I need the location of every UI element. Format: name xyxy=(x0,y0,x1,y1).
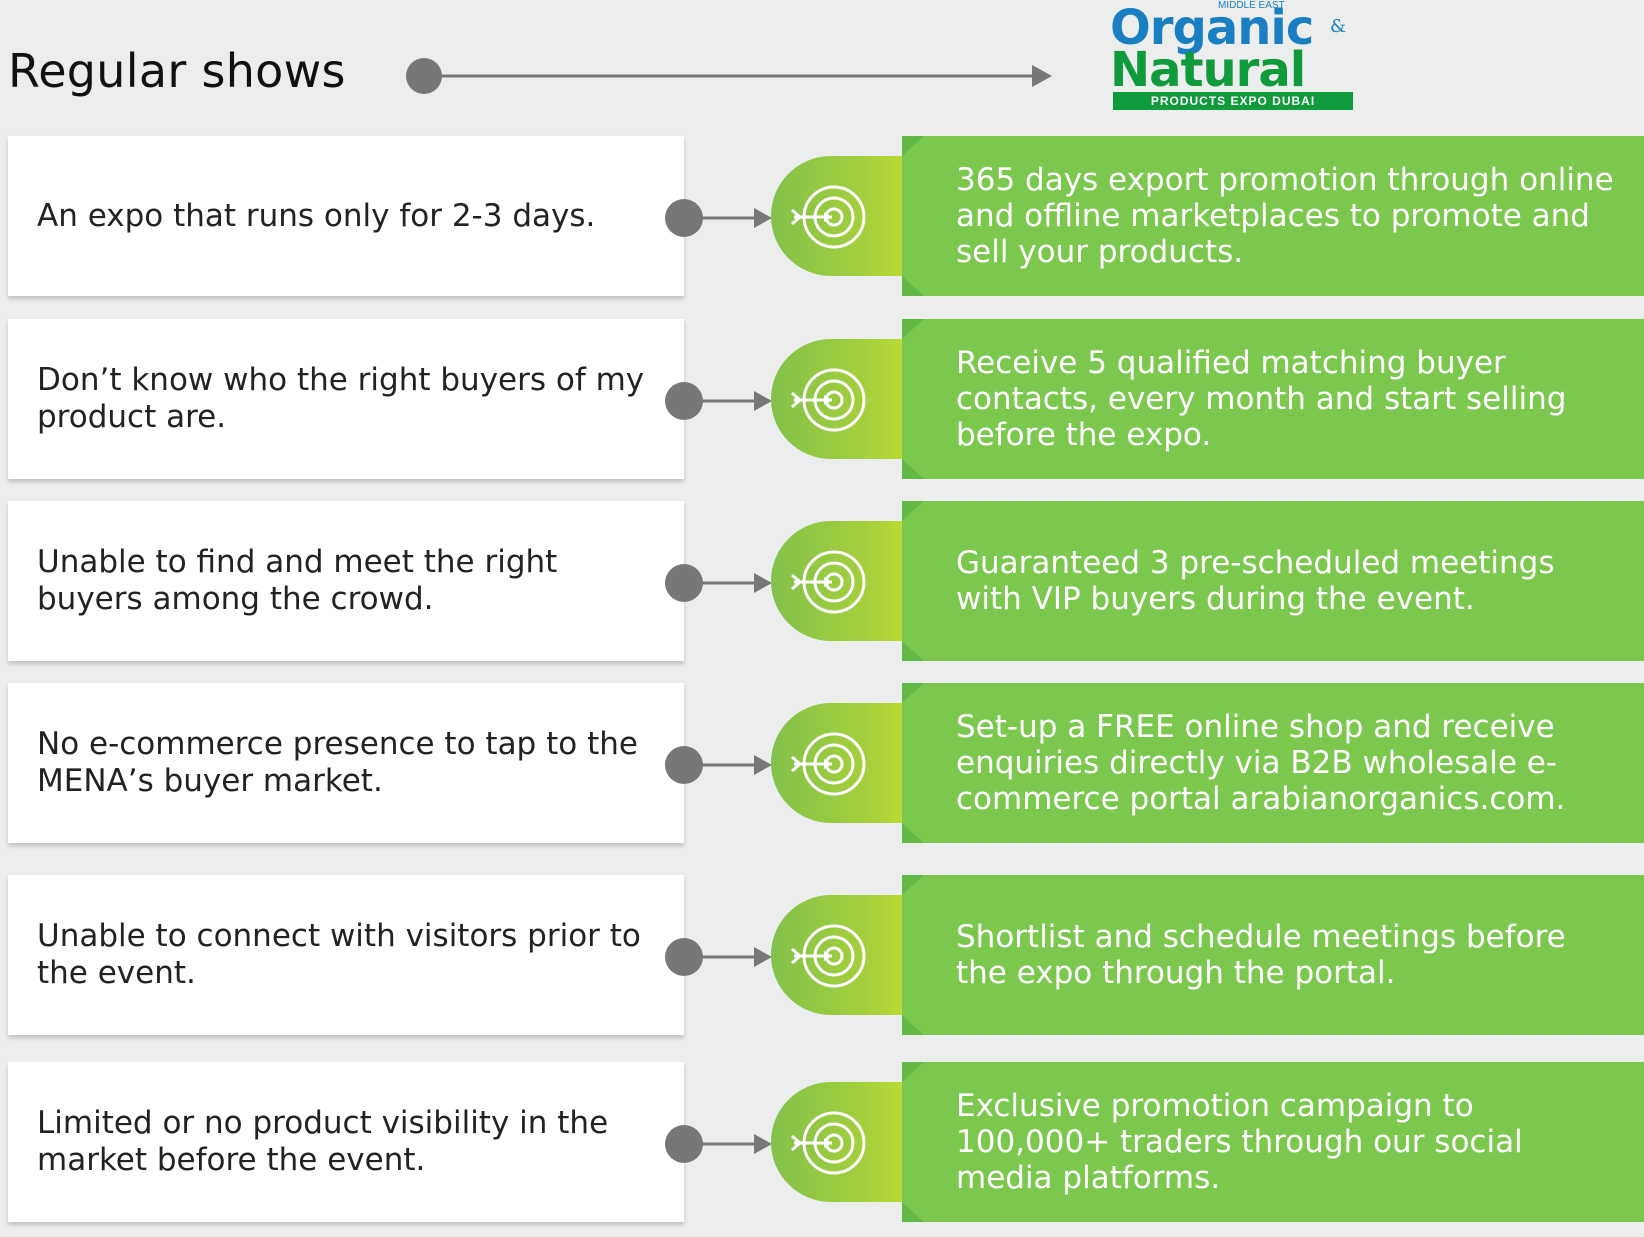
logo-organic-text: Organic xyxy=(1110,0,1314,56)
problem-card: No e-commerce presence to tap to the MEN… xyxy=(8,683,684,843)
solution-banner: Shortlist and schedule meetings before t… xyxy=(902,875,1644,1035)
row-arrow-connector xyxy=(665,382,772,420)
target-icon xyxy=(791,550,866,614)
solution-banner-shape xyxy=(902,1062,1644,1222)
target-pill xyxy=(771,156,911,276)
problem-card: Unable to connect with visitors prior to… xyxy=(8,875,684,1035)
target-pill xyxy=(771,895,911,1015)
comparison-row: An expo that runs only for 2-3 days. xyxy=(0,136,1644,296)
logo-middle-east-text: MIDDLE EAST xyxy=(1218,0,1285,11)
solution-banner-shape xyxy=(902,501,1644,661)
solution-text: Guaranteed 3 pre-scheduled meetings with… xyxy=(956,545,1555,617)
target-icon xyxy=(791,1111,866,1175)
problem-card: Limited or no product visibility in the … xyxy=(8,1062,684,1222)
solution-banner: Set-up a FREE online shop and receive en… xyxy=(902,683,1644,843)
solution-banner: 365 days export promotion through online… xyxy=(902,136,1644,296)
expo-logo: MIDDLE EAST Organic & Natural PRODUCTS E… xyxy=(1110,0,1360,112)
solution-banner-shape xyxy=(902,875,1644,1035)
problem-text: An expo that runs only for 2-3 days. xyxy=(37,197,596,234)
problem-card: Unable to find and meet the right buyers… xyxy=(8,501,684,661)
comparison-row: Unable to connect with visitors prior to… xyxy=(0,875,1644,1035)
page-title: Regular shows xyxy=(8,44,346,98)
comparison-row: Don’t know who the right buyers of my pr… xyxy=(0,319,1644,479)
problem-text: Limited or no product visibility in the … xyxy=(37,1105,609,1178)
solution-text: Exclusive promotion campaign to 100,000+… xyxy=(956,1088,1523,1196)
comparison-row: Unable to find and meet the right buyers… xyxy=(0,501,1644,661)
target-icon xyxy=(791,732,866,796)
logo-ampersand: & xyxy=(1330,16,1347,37)
solution-text: Set-up a FREE online shop and receive en… xyxy=(956,709,1566,817)
solution-banner: Exclusive promotion campaign to 100,000+… xyxy=(902,1062,1644,1222)
row-arrow-connector xyxy=(665,199,772,237)
solution-banner: Receive 5 qualified matching buyer conta… xyxy=(902,319,1644,479)
row-arrow-connector xyxy=(665,1125,772,1163)
comparison-row: Limited or no product visibility in the … xyxy=(0,1062,1644,1222)
solution-text: 365 days export promotion through online… xyxy=(956,162,1614,270)
problem-text: Don’t know who the right buyers of my pr… xyxy=(37,362,645,435)
solution-banner-shape xyxy=(902,683,1644,843)
problem-card: Don’t know who the right buyers of my pr… xyxy=(8,319,684,479)
problem-text: Unable to connect with visitors prior to… xyxy=(37,918,641,991)
solution-banner-shape xyxy=(902,136,1644,296)
target-pill xyxy=(771,1082,911,1202)
row-arrow-connector xyxy=(665,938,772,976)
target-icon xyxy=(791,368,866,432)
target-icon xyxy=(791,185,866,249)
solution-banner-shape xyxy=(902,319,1644,479)
header-arrow-connector xyxy=(406,58,1052,94)
problem-card: An expo that runs only for 2-3 days. xyxy=(8,136,684,296)
row-arrow-connector xyxy=(665,746,772,784)
target-pill xyxy=(771,521,911,641)
logo-band: PRODUCTS EXPO DUBAI xyxy=(1113,92,1353,110)
solution-text: Shortlist and schedule meetings before t… xyxy=(956,919,1566,991)
problem-text: No e-commerce presence to tap to the MEN… xyxy=(37,726,638,799)
target-pill xyxy=(771,703,911,823)
comparison-row: No e-commerce presence to tap to the MEN… xyxy=(0,683,1644,843)
target-icon xyxy=(791,924,866,988)
solution-banner: Guaranteed 3 pre-scheduled meetings with… xyxy=(902,501,1644,661)
problem-text: Unable to find and meet the right buyers… xyxy=(37,544,558,617)
row-arrow-connector xyxy=(665,564,772,602)
target-pill xyxy=(771,339,911,459)
logo-natural-text: Natural xyxy=(1110,42,1306,98)
solution-text: Receive 5 qualified matching buyer conta… xyxy=(956,345,1567,453)
